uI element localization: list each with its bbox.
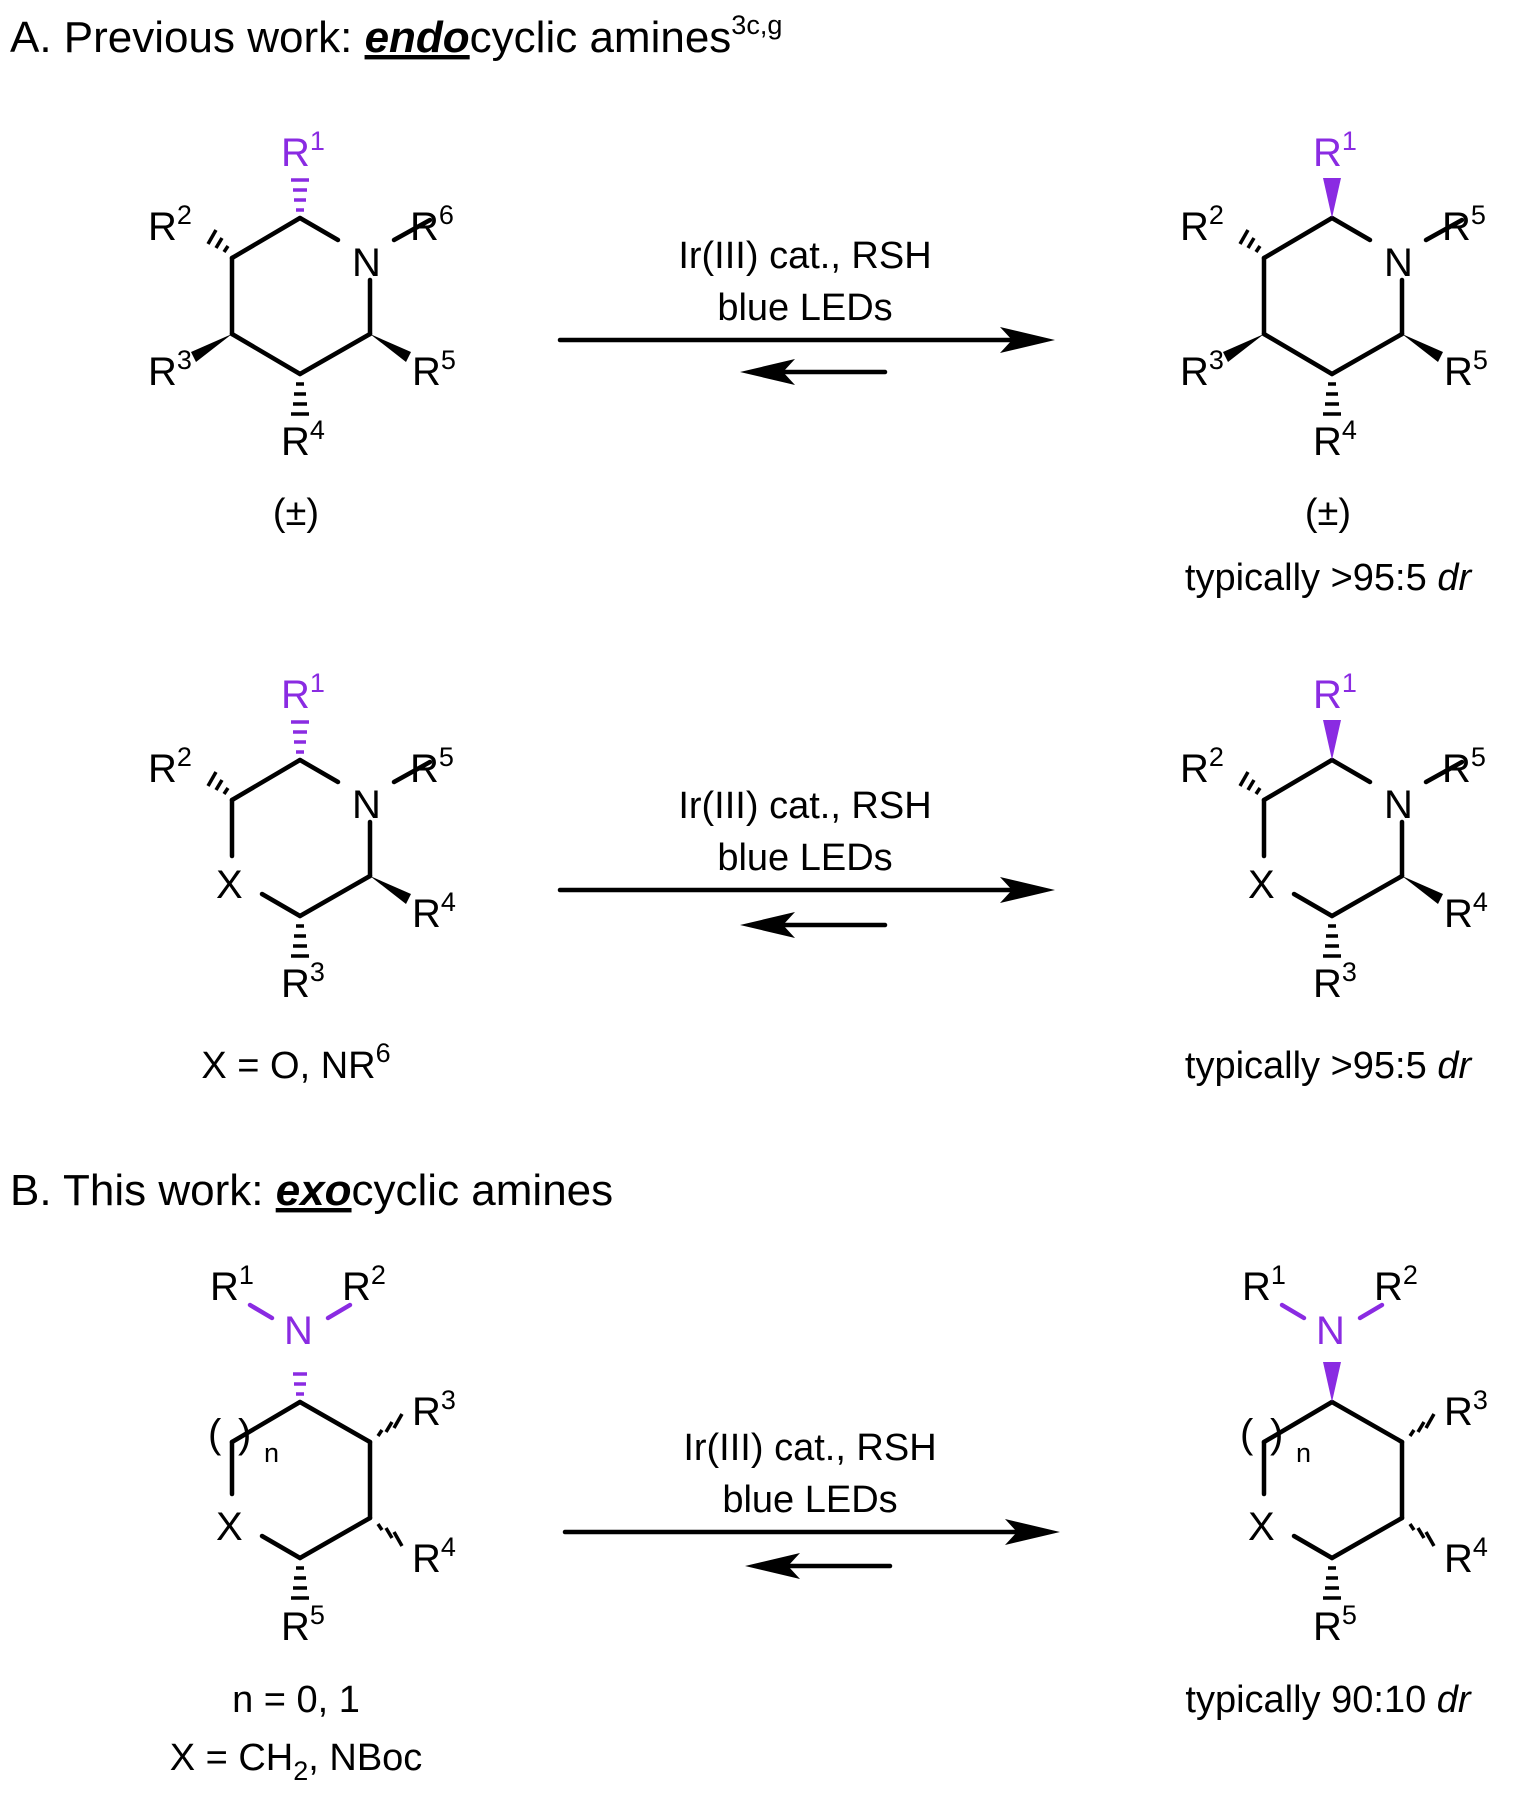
r4-substituent: R4 bbox=[1313, 415, 1357, 464]
x-atom: X bbox=[1248, 1505, 1275, 1549]
x-definition: X = O, NR6 bbox=[201, 1038, 390, 1087]
r3-substituent: R3 bbox=[1444, 1385, 1488, 1434]
r2-substituent: R2 bbox=[1180, 742, 1224, 791]
r3-substituent: R3 bbox=[281, 957, 325, 1006]
nitrogen-atom: N bbox=[352, 241, 381, 285]
r4-substituent: R4 bbox=[412, 887, 456, 936]
piperidine-reactant: N R1 R2 R3 R4 R5 R6 (±) bbox=[148, 126, 456, 534]
n-definition: n = 0, 1 bbox=[232, 1679, 360, 1721]
r3-substituent: R3 bbox=[1180, 345, 1224, 394]
exocyclic-amine-product: ( ) n N X R1 R2 R3 R4 R5 typically 90:10… bbox=[1185, 1260, 1488, 1721]
r1-substituent: R1 bbox=[1313, 126, 1357, 175]
nitrogen-atom: N bbox=[1384, 783, 1413, 827]
dr-note: typically >95:5 dr bbox=[1185, 557, 1473, 599]
heterocycle-product: N X R1 R2 R3 R4 R5 typically >95:5 dr bbox=[1180, 668, 1488, 1087]
piperidine-product: N R1 R2 R3 R4 R5 R5 (±) typically >95:5 … bbox=[1180, 126, 1488, 599]
x-atom: X bbox=[216, 863, 243, 907]
close-paren: ) bbox=[238, 1412, 251, 1456]
dr-note: typically >95:5 dr bbox=[1185, 1045, 1473, 1087]
racemic-label: (±) bbox=[273, 492, 319, 534]
r4-substituent: R4 bbox=[412, 1532, 456, 1581]
r1-substituent: R1 bbox=[1313, 668, 1357, 717]
amine-nitrogen: N bbox=[1316, 1309, 1345, 1353]
racemic-label: (±) bbox=[1305, 492, 1351, 534]
r1-substituent: R1 bbox=[281, 668, 325, 717]
r2-substituent: R2 bbox=[148, 742, 192, 791]
r2-substituent: R2 bbox=[148, 200, 192, 249]
r2-substituent: R2 bbox=[1180, 200, 1224, 249]
r1-substituent: R1 bbox=[281, 126, 325, 175]
equilibrium-arrows-1: Ir(III) cat., RSH blue LEDs bbox=[557, 235, 1055, 385]
open-paren: ( bbox=[208, 1412, 222, 1456]
x-definition: X = CH2, NBoc bbox=[170, 1737, 423, 1786]
r4-substituent: R4 bbox=[1444, 1532, 1488, 1581]
conditions-line-2: blue LEDs bbox=[717, 287, 892, 329]
close-paren: ) bbox=[1270, 1412, 1283, 1456]
r5-substituent: R5 bbox=[1444, 345, 1488, 394]
r5-substituent: R5 bbox=[1313, 1600, 1357, 1649]
equilibrium-arrows-2: Ir(III) cat., RSH blue LEDs bbox=[557, 785, 1055, 938]
r3-substituent: R3 bbox=[1313, 957, 1357, 1006]
r4-substituent: R4 bbox=[1444, 887, 1488, 936]
exocyclic-amine-reactant: ( ) n N X R1 R2 R3 R4 R5 n = 0, 1 X = CH… bbox=[170, 1260, 456, 1786]
heterocycle-reactant: N X R1 R2 R3 R4 R5 X = O, NR6 bbox=[148, 668, 456, 1087]
nitrogen-atom: N bbox=[352, 783, 381, 827]
dr-note: typically 90:10 dr bbox=[1185, 1679, 1472, 1721]
r1-substituent: R1 bbox=[1242, 1260, 1286, 1309]
r5-substituent: R5 bbox=[281, 1600, 325, 1649]
r5-substituent: R5 bbox=[1442, 742, 1486, 791]
conditions-line-1: Ir(III) cat., RSH bbox=[678, 785, 931, 827]
nitrogen-atom: N bbox=[1384, 241, 1413, 285]
equilibrium-arrows-3: Ir(III) cat., RSH blue LEDs bbox=[562, 1427, 1060, 1579]
r1-substituent: R1 bbox=[210, 1260, 254, 1309]
x-atom: X bbox=[1248, 863, 1275, 907]
r6-substituent: R6 bbox=[410, 200, 454, 249]
r2-substituent: R2 bbox=[1374, 1260, 1418, 1309]
r2-substituent: R2 bbox=[342, 1260, 386, 1309]
conditions-line-2: blue LEDs bbox=[722, 1479, 897, 1521]
ring-size-n: n bbox=[1296, 1438, 1311, 1468]
r4-substituent: R4 bbox=[281, 415, 325, 464]
r5-substituent: R5 bbox=[412, 345, 456, 394]
section-a-heading: A. Previous work: endocyclic amines3c,g bbox=[10, 10, 782, 62]
r3-substituent: R3 bbox=[412, 1385, 456, 1434]
x-atom: X bbox=[216, 1505, 243, 1549]
open-paren: ( bbox=[1240, 1412, 1254, 1456]
conditions-line-1: Ir(III) cat., RSH bbox=[683, 1427, 936, 1469]
r3-substituent: R3 bbox=[148, 345, 192, 394]
amine-nitrogen: N bbox=[284, 1309, 313, 1353]
conditions-line-2: blue LEDs bbox=[717, 837, 892, 879]
conditions-line-1: Ir(III) cat., RSH bbox=[678, 235, 931, 277]
ring-size-n: n bbox=[264, 1438, 279, 1468]
section-b-heading: B. This work: exocyclic amines bbox=[10, 1166, 613, 1215]
r5-n-substituent: R5 bbox=[1442, 200, 1486, 249]
r5-substituent: R5 bbox=[410, 742, 454, 791]
